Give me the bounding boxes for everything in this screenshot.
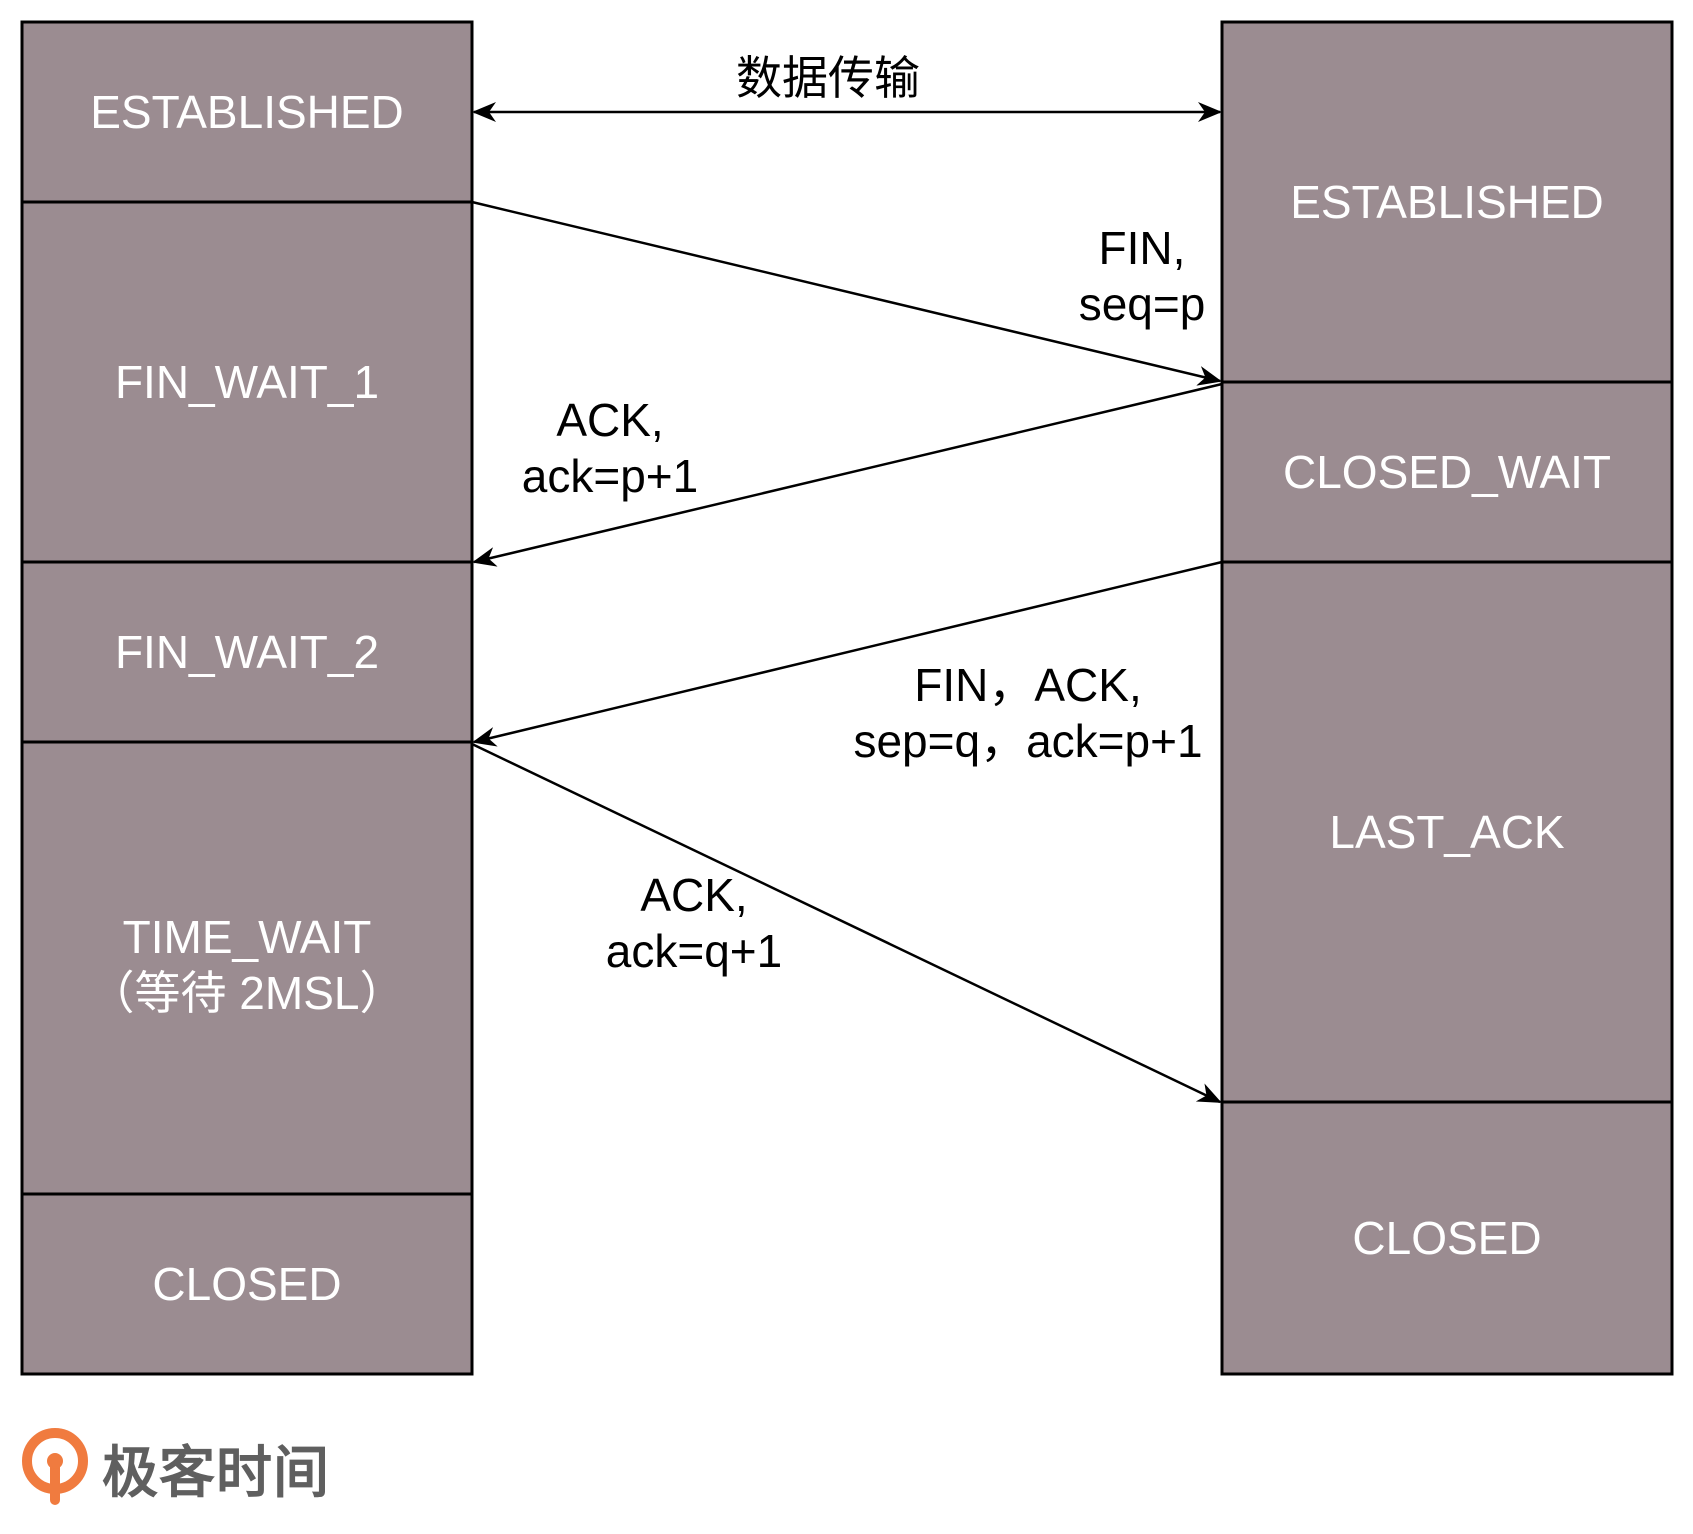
fin-label: FIN,seq=p (1079, 222, 1206, 330)
state-right-closed: CLOSED (1220, 1100, 1674, 1376)
state-right-closed-wait: CLOSED_WAIT (1220, 380, 1674, 564)
label-line: FIN_WAIT_2 (115, 626, 379, 678)
state-right-last-ack: LAST_ACK (1220, 560, 1674, 1104)
label-line: ACK, (556, 394, 663, 446)
label-line: LAST_ACK (1329, 806, 1565, 858)
state-label: CLOSED (1352, 1212, 1541, 1264)
label-line: ESTABLISHED (1290, 176, 1604, 228)
state-label: FIN_WAIT_1 (115, 356, 379, 408)
label-line: ESTABLISHED (90, 86, 404, 138)
label-line: 数据传输 (736, 52, 920, 104)
state-label: TIME_WAIT（等待 2MSL） (89, 911, 406, 1019)
state-label: LAST_ACK (1329, 806, 1565, 858)
ack-2-label: ACK,ack=q+1 (606, 869, 782, 977)
label-line: CLOSED (1352, 1212, 1541, 1264)
state-label: FIN_WAIT_2 (115, 626, 379, 678)
label-line: sep=q，ack=p+1 (853, 715, 1202, 767)
state-left-time-wait: TIME_WAIT（等待 2MSL） (20, 740, 474, 1196)
state-label: CLOSED (152, 1258, 341, 1310)
ack-1-arrow (472, 382, 1223, 567)
ack-2-arrow (471, 742, 1222, 1104)
fin-ack-arrow (472, 560, 1223, 747)
state-left-fin-wait-1: FIN_WAIT_1 (20, 200, 474, 564)
brand-name: 极客时间 (102, 1440, 330, 1506)
fin-arrow (471, 200, 1222, 386)
label-line: FIN，ACK, (914, 659, 1141, 711)
state-left-fin-wait-2: FIN_WAIT_2 (20, 560, 474, 744)
label-line: CLOSED_WAIT (1283, 446, 1611, 498)
geektime-logo-icon (22, 1428, 88, 1505)
ack-1-label: ACK,ack=p+1 (522, 394, 698, 502)
state-right-established: ESTABLISHED (1220, 20, 1674, 384)
state-left-closed: CLOSED (20, 1192, 474, 1376)
data-transfer-label: 数据传输 (736, 52, 920, 104)
label-line: ACK, (640, 869, 747, 921)
brand-watermark: 极客时间 (22, 1428, 330, 1508)
label-line: seq=p (1079, 278, 1206, 330)
state-label: ESTABLISHED (1290, 176, 1604, 228)
fin-ack-label: FIN，ACK,sep=q，ack=p+1 (853, 659, 1202, 767)
label-line: ack=q+1 (606, 925, 782, 977)
state-left-established: ESTABLISHED (20, 20, 474, 204)
label-line: CLOSED (152, 1258, 341, 1310)
label-line: FIN, (1099, 222, 1186, 274)
state-label: CLOSED_WAIT (1283, 446, 1611, 498)
label-line: ack=p+1 (522, 450, 698, 502)
state-label: ESTABLISHED (90, 86, 404, 138)
label-line: （等待 2MSL） (89, 967, 406, 1019)
label-line: TIME_WAIT (123, 911, 372, 963)
label-line: FIN_WAIT_1 (115, 356, 379, 408)
